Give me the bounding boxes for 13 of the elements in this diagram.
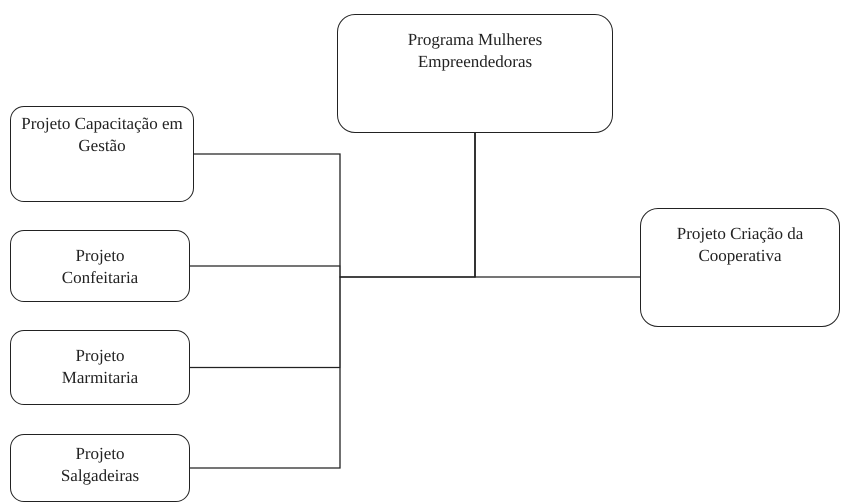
rounded-box: [10, 230, 190, 302]
rounded-box: [10, 330, 190, 405]
box-label: Projeto Confeitaria: [60, 245, 140, 289]
connector-line: [474, 133, 640, 278]
box-label: Projeto Marmitaria: [60, 345, 140, 389]
box-label: Projeto Criação da Cooperativa: [676, 223, 804, 267]
box-label: Projeto Salgadeiras: [60, 443, 140, 487]
rounded-box: [337, 14, 613, 133]
rounded-box: [10, 434, 190, 502]
box-label: Programa Mulheres Empreendedoras: [406, 29, 544, 73]
rounded-box: [640, 208, 840, 327]
rounded-box: [10, 106, 194, 202]
box-label: Projeto Capacitação em Gestão: [20, 113, 184, 157]
